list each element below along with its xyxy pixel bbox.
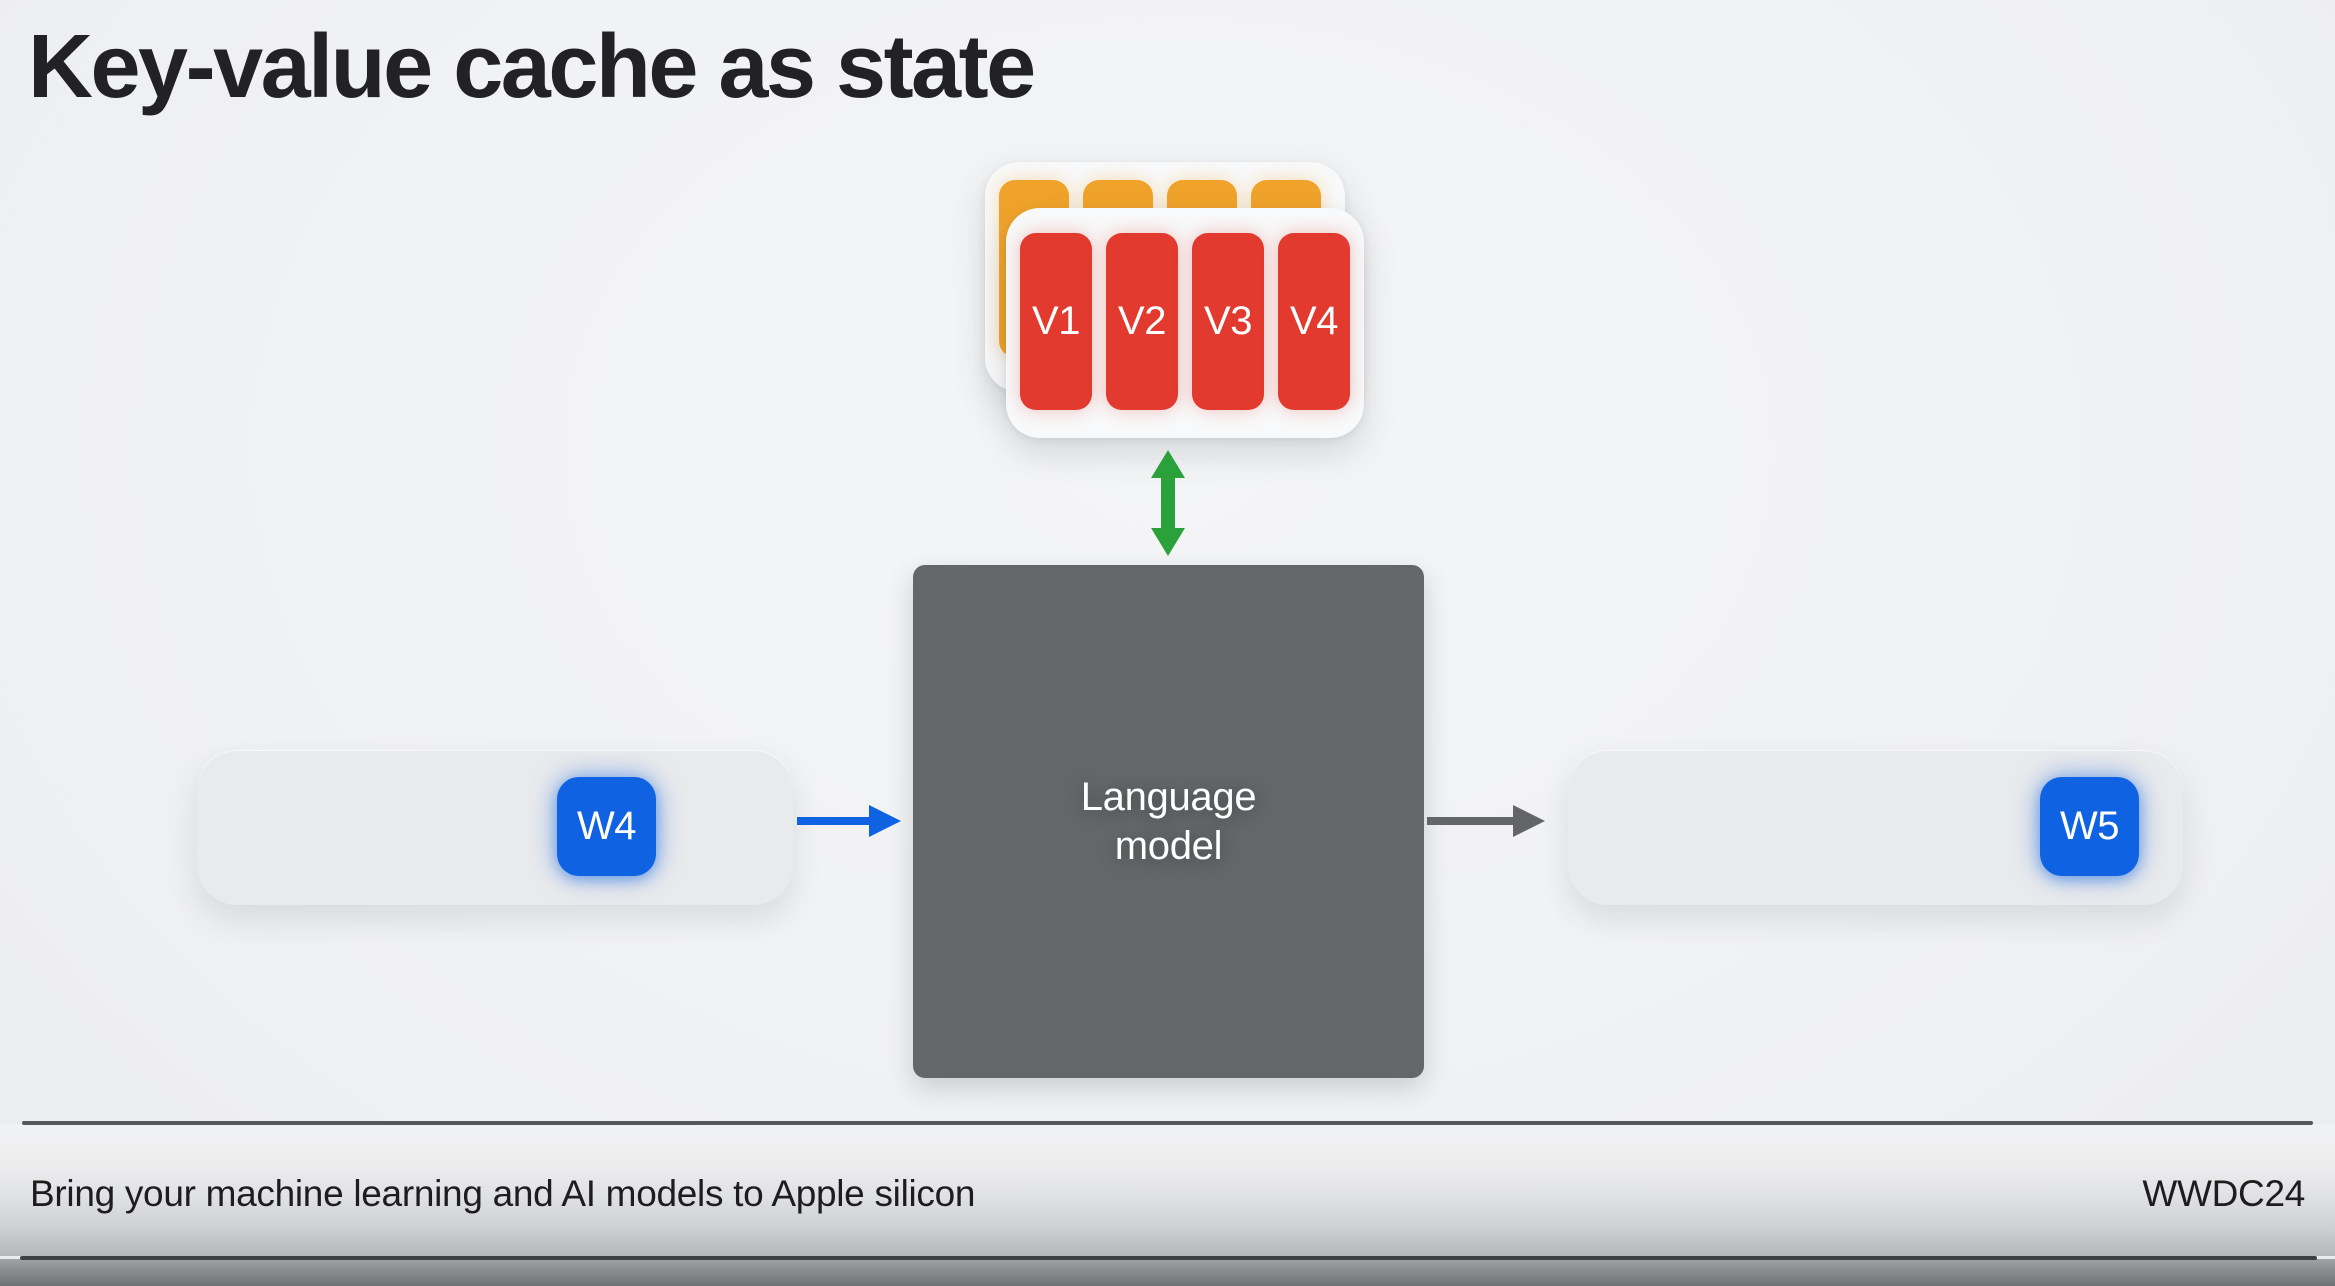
output-sequence-pill: W5 [1568,750,2183,905]
arrow-shaft [1161,476,1175,530]
input-arrow-icon [797,805,901,837]
output-token-label: W5 [2060,804,2120,848]
arrow-shaft [797,817,873,825]
value-column: V1 [1020,233,1092,410]
output-arrow-icon [1427,805,1545,837]
arrow-shaft [1427,817,1517,825]
value-column: V3 [1192,233,1264,410]
kv-cache-values-card: V1 V2 V3 V4 [1006,208,1364,438]
cache-sync-arrow-icon [1151,450,1185,556]
footer-session-title: Bring your machine learning and AI model… [30,1173,976,1214]
value-column: V2 [1106,233,1178,410]
footer-event-label: WWDC24 [2142,1173,2305,1214]
value-column-label: V3 [1204,299,1252,343]
footer-bottom-gradient [0,1259,2335,1286]
language-model-box: Language model [913,565,1424,1078]
arrow-right-head [869,805,901,837]
value-column: V4 [1278,233,1350,410]
value-column-label: V2 [1118,299,1166,343]
arrow-right-head [1513,805,1545,837]
footer-divider-top [22,1121,2313,1125]
page-title: Key-value cache as state [28,17,1036,117]
footer-divider-bottom [20,1256,2317,1260]
arrow-up-head [1151,450,1185,478]
language-model-label: Language model [1080,774,1257,868]
arrow-down-head [1151,528,1185,556]
value-column-label: V4 [1290,299,1338,343]
value-column-label: V1 [1032,299,1080,343]
footer-gradient [0,1124,2335,1256]
input-sequence-pill: W4 [197,750,793,905]
output-token-chip: W5 [2040,777,2139,876]
input-token-chip: W4 [557,777,656,876]
input-token-label: W4 [577,804,637,848]
